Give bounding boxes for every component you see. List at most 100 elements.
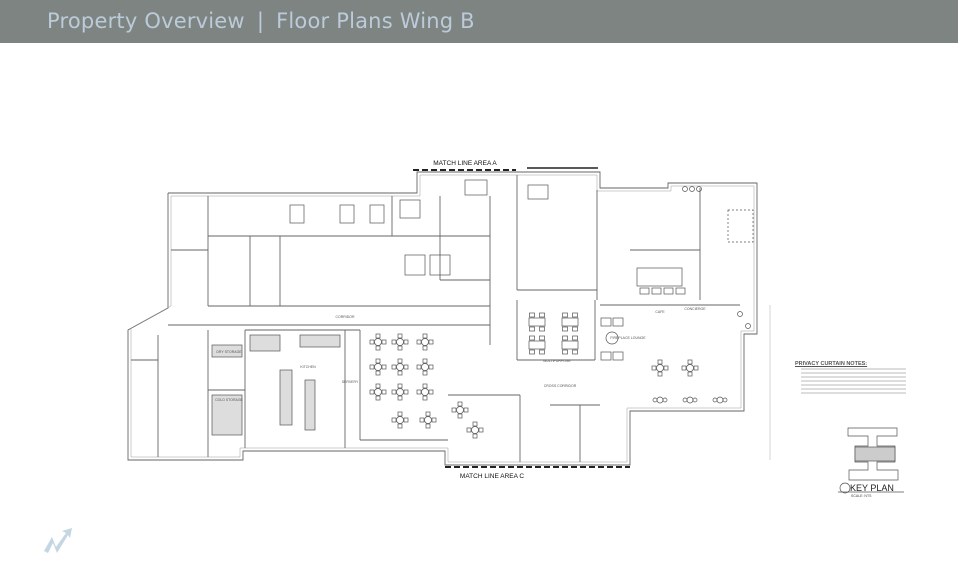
chair	[663, 365, 669, 371]
dining-table	[374, 363, 382, 371]
notes-title: PRIVACY CURTAIN NOTES:	[795, 361, 868, 367]
fireplace	[605, 331, 619, 345]
match-line-bottom-label: MATCH LINE AREA C	[460, 473, 524, 480]
kitchen-equipment	[299, 334, 341, 348]
chair	[745, 323, 751, 329]
dining-table	[396, 416, 404, 424]
chair	[422, 383, 428, 389]
chair	[457, 401, 463, 407]
chair	[391, 339, 397, 345]
chair	[529, 326, 535, 332]
furniture	[399, 199, 421, 219]
chair	[397, 345, 403, 351]
building-outline	[127, 171, 758, 466]
chair	[391, 417, 397, 423]
dining-table	[396, 363, 404, 371]
chair	[687, 359, 693, 365]
chair	[651, 365, 657, 371]
title-separator: |	[256, 9, 265, 33]
chair	[466, 427, 472, 433]
dining-table	[424, 416, 432, 424]
furniture	[369, 204, 385, 224]
chair	[403, 364, 409, 370]
room-label-servery: SERVERY	[342, 380, 359, 384]
chair	[375, 333, 381, 339]
chair	[397, 411, 403, 417]
table	[656, 396, 664, 404]
table	[561, 340, 579, 350]
booth-seat	[663, 287, 674, 295]
furniture	[464, 179, 488, 196]
chair	[416, 364, 422, 370]
room-label-cafe: CAFE	[655, 310, 665, 314]
chair	[381, 389, 387, 395]
furniture	[404, 254, 426, 276]
kitchen-equipment	[211, 344, 243, 358]
chair	[391, 389, 397, 395]
chair	[712, 397, 718, 403]
header-bar: Property Overview|Floor Plans Wing B	[0, 0, 958, 43]
chair	[572, 312, 578, 318]
chair	[539, 349, 545, 355]
chair	[472, 421, 478, 427]
chair	[422, 358, 428, 364]
chair	[428, 364, 434, 370]
chair	[428, 389, 434, 395]
kitchen-equipment	[249, 334, 281, 352]
booth-seat	[651, 287, 662, 295]
chair	[419, 417, 425, 423]
table	[686, 396, 694, 404]
chair	[463, 407, 469, 413]
table	[528, 317, 546, 327]
dining-table	[421, 338, 429, 346]
chair	[375, 358, 381, 364]
chair	[562, 349, 568, 355]
dining-table	[374, 338, 382, 346]
chair	[539, 312, 545, 318]
chair	[681, 365, 687, 371]
chair	[425, 411, 431, 417]
chair	[562, 335, 568, 341]
room-label-cold-storage: COLD STORAGE	[215, 398, 243, 402]
chair	[397, 395, 403, 401]
room-label-cross-corridor: CROSS CORRIDOR	[544, 384, 577, 388]
chair	[689, 186, 695, 192]
room-label-kitchen: KITCHEN	[300, 365, 316, 369]
chair	[425, 423, 431, 429]
chair	[375, 383, 381, 389]
chair	[529, 312, 535, 318]
kitchen-equipment	[279, 369, 293, 426]
chair	[381, 339, 387, 345]
privacy-curtain-area	[727, 209, 754, 243]
key-plan-scale: SCALE: NTS	[851, 494, 872, 498]
room-label-multipurpose: MULTIPURPOSE	[543, 359, 571, 363]
building-outline-inner	[130, 174, 755, 463]
chair	[572, 335, 578, 341]
chair	[472, 433, 478, 439]
chair	[391, 364, 397, 370]
armchair	[600, 351, 612, 361]
chair	[369, 389, 375, 395]
room-label-concierge: CONCIERGE	[684, 307, 706, 311]
privacy-curtain-notes: PRIVACY CURTAIN NOTES:	[795, 361, 915, 395]
chair	[696, 186, 702, 192]
dining-table	[421, 388, 429, 396]
key-plan: KEY PLAN SCALE: NTS	[838, 427, 904, 498]
chair	[562, 312, 568, 318]
chair	[478, 427, 484, 433]
arrow-logo-icon	[40, 525, 76, 560]
cafe-counter	[636, 267, 683, 287]
room-label-corridor: CORRIDOR	[335, 315, 355, 319]
chair	[451, 407, 457, 413]
dining-table	[456, 406, 464, 414]
kitchen-equipment	[304, 379, 316, 431]
chair	[375, 395, 381, 401]
chair	[369, 339, 375, 345]
chair	[375, 370, 381, 376]
chair	[431, 417, 437, 423]
chair	[416, 389, 422, 395]
chair	[428, 339, 434, 345]
table	[561, 317, 579, 327]
room-label-dry-storage: DRY STORAGE	[216, 350, 242, 354]
